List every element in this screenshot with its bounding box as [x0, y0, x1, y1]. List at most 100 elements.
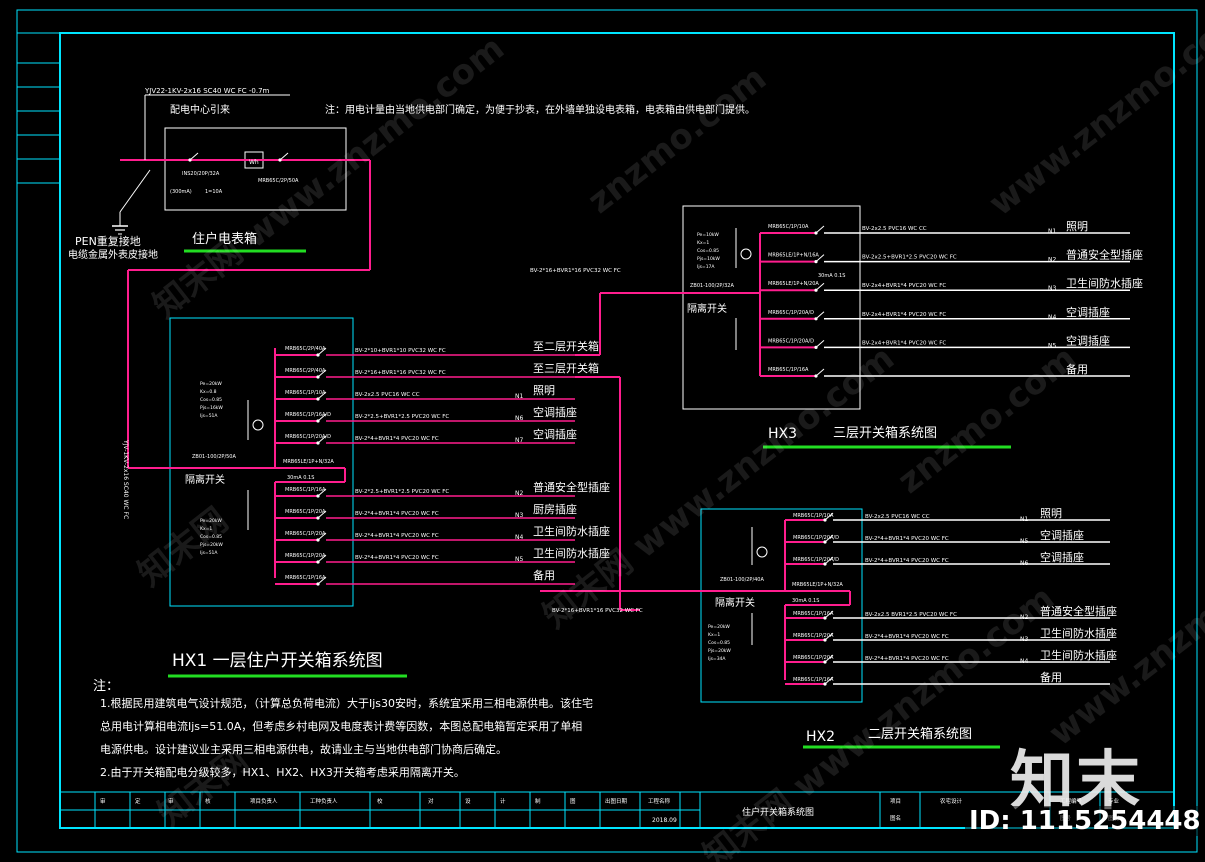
- hx3-phase-text: N1: [1048, 228, 1056, 235]
- hx2-dest-text: 照明: [1040, 507, 1062, 520]
- title-block-project: 农宅设计: [940, 797, 963, 805]
- hx3-param: Kx=1: [697, 240, 709, 246]
- breaker-contact: [823, 562, 827, 566]
- hx3-phase-text: N4: [1048, 314, 1056, 321]
- hx1-switch-label: 隔离开关: [185, 473, 225, 486]
- meter-wh: Wh: [249, 159, 259, 166]
- breaker-symbol: [824, 632, 834, 641]
- hx1-breaker-text: MRB65C/1P/20A: [285, 531, 326, 537]
- hx1-param-b: Ijs=51A: [200, 550, 218, 556]
- breaker-contact: [316, 353, 320, 357]
- hx1-breaker-text: MRB65C/2P/40A: [285, 368, 326, 374]
- hx1-dest-text: 普通安全型插座: [533, 480, 610, 494]
- hx2-breaker-text: MRB65C/1P/20A: [793, 655, 834, 661]
- breaker-symbol: [815, 282, 825, 291]
- hx3-param: Cos=0.85: [697, 248, 719, 254]
- margin-tab: [16, 32, 61, 184]
- breaker-contact: [814, 288, 818, 292]
- hx3-rcd-spec: 30mA 0.1S: [818, 273, 845, 279]
- hx2-cable-text: BV-2x2.5 PVC16 WC CC: [865, 514, 930, 520]
- breaker-contact: [823, 518, 827, 522]
- hx1-breaker-text: MRB65C/1P/16A: [285, 575, 326, 581]
- breaker-symbol: [317, 488, 327, 497]
- hx3-param: Pe=10kW: [697, 232, 719, 238]
- hx1-cable-text: BV-2*2.5+BVR1*2.5 PVC20 WC FC: [355, 414, 449, 420]
- breaker-symbol: [824, 610, 834, 619]
- breaker-contact: [823, 638, 827, 642]
- hx3-breaker-text: MRB65C/1P/10A: [768, 224, 809, 230]
- hx3-phase-text: N3: [1048, 285, 1056, 292]
- breaker-contact: [814, 231, 818, 235]
- hx2-cable-text: BV-2x2.5 BVR1*2.5 PVC20 WC FC: [865, 612, 957, 618]
- hx2-phase-text: N5: [1020, 538, 1028, 545]
- hx3-cable-text: BV-2x4+BVR1*4 PVC20 WC FC: [862, 283, 946, 289]
- hx3-breaker-text: MRB65C/1P/16A: [768, 367, 809, 373]
- wiring-layer: [112, 94, 1130, 686]
- title-block-cell: 校: [377, 797, 383, 805]
- meter-current: (300mA): [170, 189, 192, 195]
- breaker-contact: [316, 560, 320, 564]
- hx2-breaker-text: MRB65C/1P/20A: [793, 633, 834, 639]
- hx2-phase-text: N1: [1020, 516, 1028, 523]
- ground-leader: [119, 169, 151, 213]
- hx1-cable-text: BV-2*4+BVR1*4 PVC20 WC FC: [355, 533, 439, 539]
- hx1-cable-text: BV-2*2.5+BVR1*2.5 PVC20 WC FC: [355, 489, 449, 495]
- breaker-contact: [814, 260, 818, 264]
- breaker-contact: [823, 660, 827, 664]
- hx1-phase-text: N4: [515, 534, 523, 541]
- meter-source-label: 配电中心引来: [170, 103, 230, 116]
- hx1-dest-text: 卫生间防水插座: [533, 524, 610, 538]
- hx1-dest-text: 至三层开关箱: [533, 361, 599, 375]
- hx2-param: Kx=1: [708, 632, 720, 638]
- breaker-contact: [278, 158, 282, 162]
- hx3-dest-text: 照明: [1066, 220, 1088, 233]
- title-block-cell: 计: [500, 797, 506, 805]
- breaker-contact: [823, 682, 827, 686]
- hx1-cable-text: BV-2*16+BVR1*16 PVC32 WC FC: [355, 370, 446, 376]
- hx1-dest-text: 至二层开关箱: [533, 339, 599, 353]
- hx3-breaker-text: MRB65LE/1P+N/20A: [768, 281, 819, 287]
- breaker-contact: [823, 616, 827, 620]
- hx3-title-code: HX3: [768, 426, 797, 442]
- breaker-symbol: [279, 152, 289, 161]
- hx3-feed-cable: BV-2*16+BVR1*16 PVC32 WC FC: [530, 268, 621, 274]
- title-block-cell: 出图日期: [605, 797, 628, 805]
- hx1-title: HX1 一层住户开关箱系统图: [172, 651, 383, 671]
- hx1-dest-text: 照明: [533, 384, 555, 397]
- hx1-phase-text: N6: [515, 415, 523, 422]
- breaker-contact: [814, 374, 818, 378]
- hx3-cable-text: BV-2x4+BVR1*4 PVC20 WC FC: [862, 312, 946, 318]
- breaker-symbol: [317, 435, 327, 444]
- hx2-dest-text: 备用: [1040, 670, 1062, 684]
- hx1-dest-text: 空调插座: [533, 405, 577, 419]
- hx3-dest-text: 空调插座: [1066, 305, 1110, 319]
- notes-line: 1.根据民用建筑电气设计规范，（计算总负荷电流）大于Ijs30安时，系统宜采用三…: [100, 696, 593, 710]
- breaker-symbol: [317, 347, 327, 356]
- hx3-phase-text: N5: [1048, 342, 1056, 349]
- hx1-breaker-text: MRB65C/1P/20A: [285, 553, 326, 559]
- hx2-breaker-text: MRB65C/1P/16A: [793, 611, 834, 617]
- breaker-symbol: [815, 368, 825, 377]
- hx2-cable-text: BV-2*4+BVR1*4 PVC20 WC FC: [865, 656, 949, 662]
- title-block-cell: 设: [465, 797, 471, 805]
- hx2-dest-text: 卫生间防水插座: [1040, 648, 1117, 662]
- hx3-dest-text: 普通安全型插座: [1066, 248, 1143, 262]
- hx1-dest-text: 卫生间防水插座: [533, 546, 610, 560]
- hx2-box: [700, 508, 863, 703]
- hx1-box: [169, 317, 354, 607]
- notes-line: 电源供电。设计建议业主采用三相电源供电，故请业主与当地供电部门协商后确定。: [100, 742, 507, 756]
- hx1-breaker-text: MRB65C/1P/16A/D: [285, 412, 331, 418]
- hx1-switch-model: ZB01-100/2P/50A: [192, 454, 236, 460]
- hx3-breaker-text: MRB65C/1P/20A/D: [768, 310, 814, 316]
- hx2-feed-cable: BV-2*16+BVR1*16 PVC32 WC FC: [552, 608, 643, 614]
- notes-heading: 注：: [93, 679, 119, 694]
- hx2-phase-text: N3: [1020, 636, 1028, 643]
- breaker-symbol: [815, 225, 825, 234]
- hx2-switch-model: ZB01-100/2P/40A: [720, 577, 764, 583]
- hx3-cable-text: BV-2x2.5+BVR1*2.5 PVC20 WC FC: [862, 255, 957, 261]
- hx1-rcd: MRB65LE/1P+N/32A: [283, 459, 334, 465]
- hx1-param-b: Pe=20kW: [200, 518, 222, 524]
- title-block-cell: 图: [570, 797, 576, 805]
- ground-label-2: 电缆金属外表皮接地: [68, 248, 158, 261]
- hx1-phase-text: N1: [515, 393, 523, 400]
